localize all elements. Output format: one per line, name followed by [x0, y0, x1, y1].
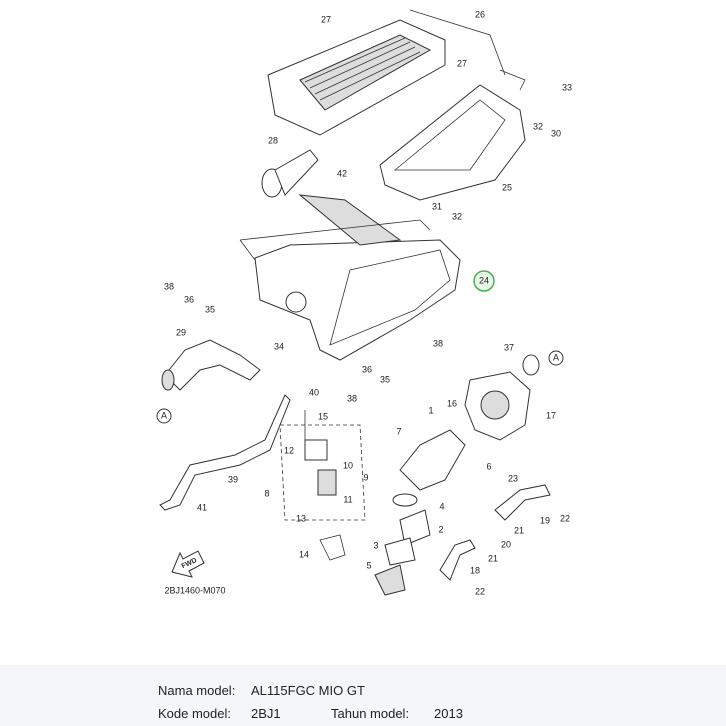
- callout[interactable]: 6: [486, 461, 491, 471]
- callout[interactable]: 26: [475, 9, 485, 19]
- callout[interactable]: 28: [268, 135, 278, 145]
- callout[interactable]: 36: [362, 364, 372, 374]
- intake-hose: [161, 339, 261, 391]
- callout[interactable]: 18: [470, 565, 480, 575]
- callout[interactable]: 38: [433, 338, 443, 348]
- callout[interactable]: A: [161, 410, 167, 420]
- callout[interactable]: 7: [396, 426, 401, 436]
- callout[interactable]: 27: [321, 14, 331, 24]
- air-cleaner-cover: [379, 84, 526, 201]
- callout[interactable]: 35: [205, 304, 215, 314]
- callout[interactable]: 41: [197, 502, 207, 512]
- callout[interactable]: 21: [514, 525, 524, 535]
- injector: [304, 410, 337, 496]
- drawing-code: 2BJ1460-M070: [164, 585, 225, 595]
- callout[interactable]: 22: [475, 586, 485, 596]
- breather-hose: [159, 394, 291, 511]
- callout[interactable]: A: [553, 352, 559, 362]
- air-cleaner-case: [254, 194, 461, 361]
- parts-diagram: 27 26 27 33 32 30 28 42 25 31 32 24 38 3…: [156, 9, 572, 596]
- callout[interactable]: 10: [343, 460, 353, 470]
- callout[interactable]: 16: [447, 398, 457, 408]
- callout[interactable]: 8: [264, 488, 269, 498]
- callout[interactable]: 4: [439, 501, 444, 511]
- callout[interactable]: 1: [428, 405, 433, 415]
- callout[interactable]: 33: [562, 82, 572, 92]
- callout[interactable]: 15: [318, 411, 328, 421]
- leader-lines: [239, 219, 431, 261]
- model-info-panel: Nama model: AL115FGC MIO GT Kode model: …: [0, 665, 726, 726]
- callout[interactable]: 9: [363, 472, 368, 482]
- callouts: 27 26 27 33 32 30 28 42 25 31 32 24 38 3…: [156, 9, 572, 596]
- model-name-value: AL115FGC MIO GT: [251, 683, 365, 698]
- callout[interactable]: 42: [337, 168, 347, 178]
- ref-circle: [548, 350, 564, 366]
- highlight-ring: [473, 270, 495, 292]
- model-name-label: Nama model:: [158, 683, 236, 698]
- year-value: 2013: [434, 706, 463, 721]
- callout[interactable]: 12: [284, 445, 294, 455]
- ref-circle: [156, 408, 172, 424]
- callout[interactable]: 27: [457, 58, 467, 68]
- callout[interactable]: 32: [452, 211, 462, 221]
- callout[interactable]: 39: [228, 474, 238, 484]
- injector-group-box: [279, 424, 366, 521]
- callout[interactable]: 17: [546, 410, 556, 420]
- callout[interactable]: 34: [274, 341, 284, 351]
- gasket-14: [319, 534, 346, 561]
- callout[interactable]: 19: [540, 515, 550, 525]
- air-filter-element: [267, 19, 446, 136]
- callout[interactable]: 35: [380, 374, 390, 384]
- callout[interactable]: 29: [176, 327, 186, 337]
- callout[interactable]: 38: [164, 281, 174, 291]
- callout[interactable]: 40: [309, 387, 319, 397]
- callout[interactable]: 5: [366, 560, 371, 570]
- model-code-label: Kode model:: [158, 706, 231, 721]
- callout[interactable]: 14: [299, 549, 309, 559]
- callout[interactable]: 21: [488, 553, 498, 563]
- callout[interactable]: 36: [184, 294, 194, 304]
- year-label: Tahun model:: [331, 706, 410, 721]
- throttle-body: [464, 354, 540, 441]
- model-code-value: 2BJ1: [251, 706, 281, 721]
- callout[interactable]: 23: [508, 473, 518, 483]
- callout[interactable]: 20: [501, 539, 511, 549]
- callout[interactable]: 37: [504, 342, 514, 352]
- callout[interactable]: 13: [296, 513, 306, 523]
- leader-lines: [409, 9, 526, 91]
- callout[interactable]: 25: [502, 182, 512, 192]
- callout[interactable]: 2: [438, 524, 443, 534]
- callout[interactable]: 32: [533, 121, 543, 131]
- fwd-arrow-icon: FWD: [171, 550, 205, 578]
- callout[interactable]: 31: [432, 201, 442, 211]
- callout[interactable]: 22: [560, 513, 570, 523]
- hose-18: [439, 539, 476, 581]
- hose-19: [494, 484, 551, 521]
- callout[interactable]: 38: [347, 393, 357, 403]
- intake-manifold: [374, 429, 466, 596]
- callout[interactable]: 11: [343, 494, 352, 504]
- intake-duct: [261, 149, 319, 198]
- callout[interactable]: 30: [551, 128, 561, 138]
- callout-highlighted[interactable]: 24: [479, 275, 489, 285]
- callout[interactable]: 3: [373, 540, 378, 550]
